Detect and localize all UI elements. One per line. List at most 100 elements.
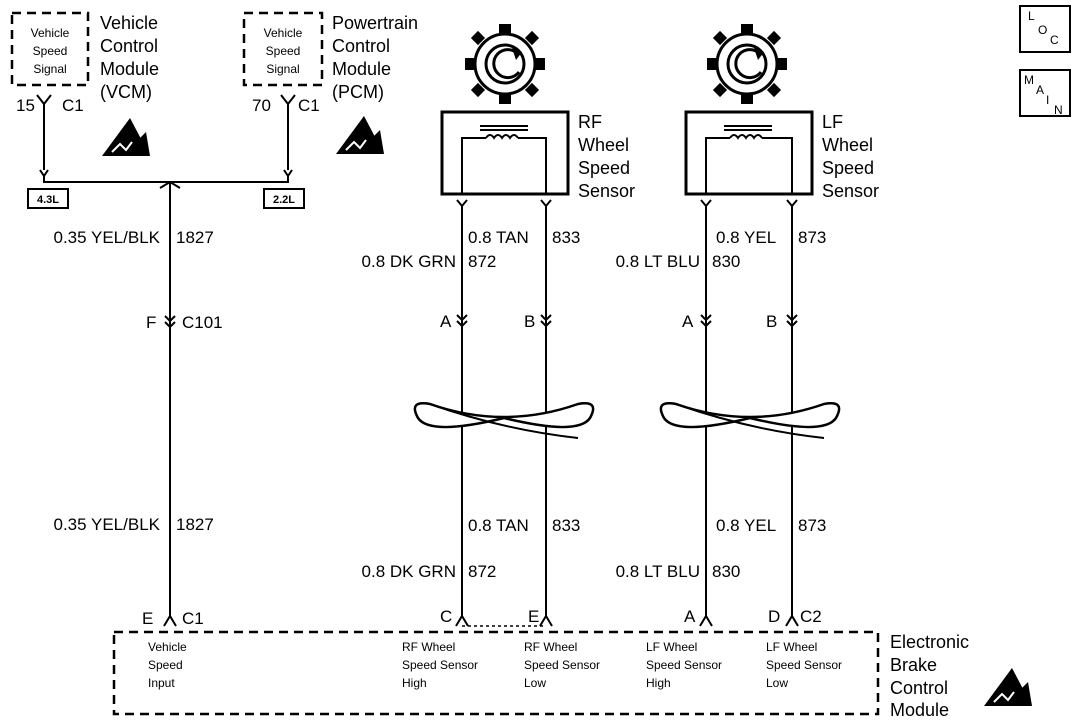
rf-b-connector-mark [540, 314, 552, 328]
rf-low-circuit-top: 833 [552, 228, 580, 247]
ebcm-lf-conn: C2 [800, 607, 822, 626]
lf-high-color-bottom: 0.8 LT BLU [616, 562, 700, 581]
pcm-title-3: Module [332, 59, 391, 79]
ebcm-lf-high-2: Speed Sensor [646, 658, 722, 672]
lf-sensor-body [684, 110, 814, 196]
lf-title-3: Speed [822, 158, 874, 178]
ebcm-lf-high-1: LF Wheel [646, 640, 697, 654]
rf-title-1: RF [578, 112, 602, 132]
rf-low-color-bottom: 0.8 TAN [468, 516, 529, 535]
esd-warning-icon [102, 118, 150, 156]
lf-ebcm-pin-marks [699, 614, 799, 627]
vcm-splice [39, 169, 49, 178]
lf-twist-mark [675, 403, 825, 439]
ebcm-vss-pin: E [142, 609, 153, 628]
ebcm-vss-input-2: Speed [148, 658, 183, 672]
rf-sensor: RF Wheel Speed Sensor 0.8 TAN 833 0.8 DK… [362, 24, 635, 627]
lf-low-circuit-top: 873 [798, 228, 826, 247]
pcm-box-line1: Vehicle [264, 26, 303, 40]
ebcm-rf-low-3: Low [524, 676, 546, 690]
lf-a-connector-mark [700, 314, 712, 328]
pcm-title-1: Powertrain [332, 13, 418, 33]
rf-title-4: Sensor [578, 181, 635, 201]
vcm-signal-box [10, 11, 90, 87]
ebcm-lf-high-pin: A [684, 607, 696, 626]
lf-sensor: LF Wheel Speed Sensor 0.8 YEL 873 0.8 LT… [616, 24, 879, 627]
loc-letter-3: C [1050, 33, 1059, 47]
main-letter-3: I [1046, 93, 1049, 107]
vcm-box-line2: Speed [33, 44, 68, 58]
ebcm-lf-low-pin: D [768, 607, 780, 626]
rf-title-3: Speed [578, 158, 630, 178]
lf-pin-a: A [682, 312, 694, 331]
vss-wire-color-top: 0.35 YEL/BLK [54, 228, 161, 247]
esd-warning-icon [336, 116, 384, 154]
loc-letter-2: O [1038, 23, 1047, 37]
vcm-pin-wire [36, 94, 52, 170]
loc-letter-1: L [1028, 9, 1035, 23]
ebcm-outline [112, 630, 880, 716]
rf-pin-a: A [440, 312, 452, 331]
rf-pin-b: B [524, 312, 535, 331]
rf-title-2: Wheel [578, 135, 629, 155]
ebcm-lf-low-2: Speed Sensor [766, 658, 842, 672]
ebcm-vss-pin-mark [163, 614, 177, 627]
rf-low-circuit-bottom: 833 [552, 516, 580, 535]
vcm-module: Vehicle Speed Signal Vehicle Control Mod… [10, 11, 159, 170]
engine-right-label: 2.2L [273, 194, 295, 206]
pcm-box-line2: Speed [266, 44, 301, 58]
rf-twist-mark [429, 403, 579, 439]
lf-title-2: Wheel [822, 135, 873, 155]
rf-sensor-coil-icon [461, 125, 547, 194]
lf-low-color-top: 0.8 YEL [716, 228, 776, 247]
pcm-pin: 70 [252, 96, 271, 115]
rf-a-connector-mark [456, 314, 468, 328]
vcm-pin: 15 [16, 96, 35, 115]
main-button[interactable]: M A I N [1019, 69, 1071, 117]
vss-wire-group: 4.3L 2.2L 0.35 YEL/BLK 1827 F C101 0.35 … [27, 169, 305, 628]
pcm-signal-box [242, 11, 324, 87]
vcm-conn: C1 [62, 96, 84, 115]
engine-left-badge [27, 188, 69, 209]
rf-high-color-top: 0.8 DK GRN [362, 252, 456, 271]
vcm-title-4: (VCM) [100, 82, 152, 102]
vcm-box-line3: Signal [33, 62, 66, 76]
lf-pin-b: B [766, 312, 777, 331]
rf-high-circuit-bottom: 872 [468, 562, 496, 581]
ebcm-rf-high-pin: C [440, 607, 452, 626]
c101-name: C101 [182, 313, 223, 332]
rf-twisted-pair-icon [413, 402, 595, 429]
lf-sensor-coil-icon [705, 125, 793, 194]
ebcm-lf-low-1: LF Wheel [766, 640, 817, 654]
lf-high-circuit-top: 830 [712, 252, 740, 271]
ebcm-title-4: Module [890, 700, 949, 720]
pcm-pin-wire [280, 94, 296, 170]
ebcm-vss-conn: C1 [182, 609, 204, 628]
vcm-title-1: Vehicle [100, 13, 158, 33]
ebcm-vss-input-3: Input [148, 676, 175, 690]
ebcm-vss-input-1: Vehicle [148, 640, 187, 654]
lf-title-4: Sensor [822, 181, 879, 201]
main-letter-4: N [1054, 103, 1063, 117]
rf-low-color-top: 0.8 TAN [468, 228, 529, 247]
lf-low-color-bottom: 0.8 YEL [716, 516, 776, 535]
vss-wire-circuit-top: 1827 [176, 228, 214, 247]
vcm-title-2: Control [100, 36, 158, 56]
loc-button[interactable]: L O C [1019, 5, 1071, 53]
ebcm-rf-low-pin: E [528, 607, 539, 626]
esd-warning-icon [984, 668, 1032, 706]
rf-sensor-pins [456, 199, 552, 208]
pcm-module: Vehicle Speed Signal Powertrain Control … [242, 11, 418, 170]
pcm-conn: C1 [298, 96, 320, 115]
ebcm-rf-low-2: Speed Sensor [524, 658, 600, 672]
main-letter-1: M [1024, 73, 1034, 87]
pcm-box-line3: Signal [266, 62, 299, 76]
vcm-title-3: Module [100, 59, 159, 79]
rf-high-circuit-top: 872 [468, 252, 496, 271]
pcm-title-4: (PCM) [332, 82, 384, 102]
engine-left-label: 4.3L [37, 194, 59, 206]
lf-twisted-pair-icon [659, 402, 841, 429]
vss-wire-color-bottom: 0.35 YEL/BLK [54, 515, 161, 534]
c101-pin: F [146, 313, 156, 332]
